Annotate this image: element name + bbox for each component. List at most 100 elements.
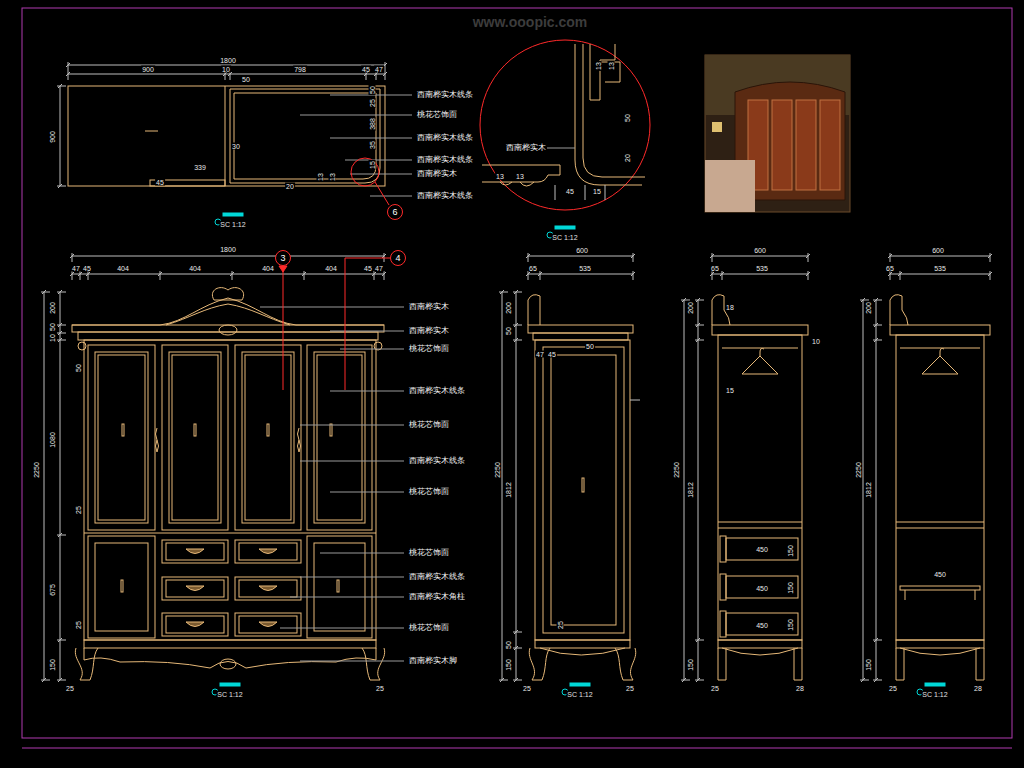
drawer-front [720,536,726,562]
marker-number: 3 [280,254,285,263]
lower-door [307,536,372,638]
extension-line [57,535,66,536]
dimension-line [684,300,685,680]
apron [722,648,798,655]
dimension-line [712,274,808,275]
extension-line [160,271,161,280]
dimension-value: 150 [787,581,794,595]
leg [976,648,984,680]
section-line [345,258,346,390]
top-board [890,325,990,335]
plinth [718,640,802,648]
detail-callout-circle [351,158,379,186]
leader-line [340,349,404,350]
dimension-value: 15 [592,188,602,195]
extension-line [385,71,386,80]
dimension-value: 25 [522,685,532,692]
escutcheon [298,428,301,452]
dimension-value: 50 [241,76,251,83]
top-board [712,325,808,335]
drawer-panel [166,543,224,560]
dimension-value: 1800 [219,57,237,64]
leader-line [345,160,412,161]
drawer-front [720,611,726,637]
extension-line [57,680,66,681]
dimension-value: 150 [865,658,872,672]
scale-label: SC 1:12 [551,234,578,241]
drawer-panel [166,616,224,633]
door [162,345,228,530]
dimension-value: 25 [888,685,898,692]
corner-scroll [78,342,86,350]
detail-moulding [590,44,615,100]
plinth [84,640,376,648]
leader-line [330,391,404,392]
section-marker: 3 [275,250,291,266]
dimension-value: 600 [753,247,767,254]
leader-line [350,174,412,175]
sheet-frame [22,8,1012,738]
drawer-box [726,576,798,598]
extension-line [57,186,66,187]
drawer-panel [239,543,297,560]
extension-line [57,333,66,334]
extension-line [304,271,305,280]
dimension-value: 2250 [673,461,680,479]
extension-line [232,271,233,280]
door [307,345,372,530]
dimension-value: 45 [363,265,373,272]
extension-line [873,340,882,341]
photo-bed [705,160,755,212]
watermark: www.ooopic.com [472,15,589,29]
apron [84,648,376,668]
dimension-line [68,74,385,75]
leader-line [320,553,404,554]
drawer-box [726,613,798,635]
dimension-value: 25 [75,505,82,515]
dimension-value: 798 [293,66,307,73]
material-label: 桃花芯饰面 [408,488,450,496]
dimension-value: 50 [369,85,376,95]
dimension-value: 10 [49,333,56,343]
dimension-value: 65 [528,265,538,272]
extension-line [873,680,882,681]
extension-line [57,292,66,293]
extension-line [860,680,869,681]
scale-label: SC 1:12 [216,691,243,698]
side-carcass [535,340,630,640]
dimension-value: 50 [585,343,595,350]
door-panel [314,352,365,523]
carcass [84,340,376,640]
dimension-value: 600 [931,247,945,254]
extension-line [513,648,522,649]
photo-door [820,100,840,190]
extension-line [80,271,81,280]
mid-rail [84,533,376,534]
door [235,345,301,530]
dimension-line [60,292,61,680]
shelf-bracket [905,590,906,600]
leg [75,648,98,680]
dimension-line [890,274,990,275]
leg [615,648,636,680]
extension-line [695,640,704,641]
dimension-value: 2250 [33,461,40,479]
dimension-value: 450 [755,546,769,553]
extension-line [384,271,385,280]
dimension-line [502,292,503,680]
material-label: 西南桦实木线条 [416,91,474,99]
detail-moulding-profile [600,62,620,82]
material-label: 西南桦实木线条 [416,134,474,142]
leader-line [260,307,404,308]
leg [896,648,904,680]
plinth [535,640,630,648]
medallion [219,325,237,335]
plan-door-inner [234,93,376,179]
dimension-value: 10 [811,338,821,345]
extension-line [873,300,882,301]
dimension-line [516,292,517,680]
photo-lamp [712,122,722,132]
extension-line [499,292,508,293]
scale-bar [220,683,240,686]
